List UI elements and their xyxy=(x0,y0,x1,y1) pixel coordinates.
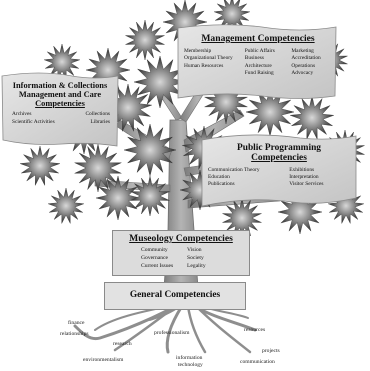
public-item: Education xyxy=(208,174,230,181)
information-competencies-banner: Information & Collections Management and… xyxy=(6,81,114,126)
management-item: Public Affairs xyxy=(244,48,275,55)
starburst xyxy=(20,145,60,186)
public-item: Interpretation xyxy=(289,174,319,181)
museology-title: Museology Competencies xyxy=(129,233,233,244)
root-label-environmentalism: environmentalism xyxy=(83,357,124,363)
root-label-information-technology-2: technology xyxy=(178,362,203,368)
branches xyxy=(94,69,281,209)
information-item: Libraries xyxy=(90,118,110,125)
information-item: Archives xyxy=(12,111,32,118)
public-title-line2: Competencies xyxy=(251,152,307,163)
starburst xyxy=(130,175,170,217)
management-item: Organizational Theory xyxy=(184,55,233,62)
public-programming-banner: Public Programming Competencies Communic… xyxy=(206,143,352,189)
information-title-line2: Management and Care xyxy=(18,89,102,99)
public-title-line1: Public Programming xyxy=(237,143,321,153)
public-item: Publications xyxy=(208,181,235,188)
management-item: Membership xyxy=(184,48,212,55)
management-item xyxy=(184,70,239,77)
management-item: Human Resources xyxy=(184,62,224,69)
museology-competencies-box: Museology Competencies Community Vision … xyxy=(112,230,250,276)
public-item: Communication Theory xyxy=(208,166,260,173)
root-label-research: research xyxy=(113,341,132,347)
management-item: Advocacy xyxy=(291,69,314,76)
public-item: Visitor Services xyxy=(289,181,324,188)
information-items: Archives Collections Scientific Activiti… xyxy=(6,111,114,126)
information-banner-shape xyxy=(1,72,119,147)
information-title-line1: Information & Collections xyxy=(12,81,108,90)
museology-item: Current Issues xyxy=(141,262,174,269)
roots xyxy=(73,304,257,354)
museology-item: Community xyxy=(141,247,168,254)
general-title: General Competencies xyxy=(129,290,221,301)
starburst xyxy=(125,19,165,61)
starburst xyxy=(214,0,250,32)
information-item: Scientific Activities xyxy=(12,118,55,125)
starburst xyxy=(74,143,122,193)
management-banner-shape xyxy=(177,24,337,99)
root-label-professionalism: professionalism xyxy=(154,330,190,336)
root-label-relationships: relationships xyxy=(60,331,89,337)
public-items: Communication Theory Exhibitions Educati… xyxy=(206,167,352,189)
information-item: Collections xyxy=(85,111,110,118)
root-label-communication: communication xyxy=(240,359,275,365)
public-item: Exhibitions xyxy=(289,166,315,173)
management-title: Management Competencies xyxy=(201,33,315,44)
management-item: Operations xyxy=(291,62,316,69)
management-competencies-banner: Management Competencies Membership Publi… xyxy=(184,33,332,77)
starburst xyxy=(44,43,80,80)
management-item: Marketing xyxy=(291,48,314,55)
management-items: Membership Public Affairs Marketing Orga… xyxy=(184,48,332,77)
starburst xyxy=(290,95,334,140)
management-item: Architecture xyxy=(244,62,272,69)
management-item: Business xyxy=(244,55,264,62)
museology-items: Community Vision Governance Society Curr… xyxy=(141,247,227,270)
museology-item: Society xyxy=(187,254,204,261)
starburst xyxy=(48,187,84,224)
management-item: Fund Raising xyxy=(244,69,274,76)
root-label-information-technology-1: information xyxy=(176,355,203,361)
management-item: Accreditation xyxy=(291,55,321,62)
public-banner-shape xyxy=(201,134,357,207)
museology-item: Vision xyxy=(187,247,202,254)
museology-item: Legality xyxy=(187,262,206,269)
root-label-resources: resources xyxy=(244,327,266,333)
museology-item: Governance xyxy=(141,254,169,261)
general-competencies-box: General Competencies xyxy=(104,282,246,310)
information-title-line3: Competencies xyxy=(35,98,85,108)
root-label-finance: finance xyxy=(68,320,85,326)
root-label-projects: projects xyxy=(262,348,280,354)
